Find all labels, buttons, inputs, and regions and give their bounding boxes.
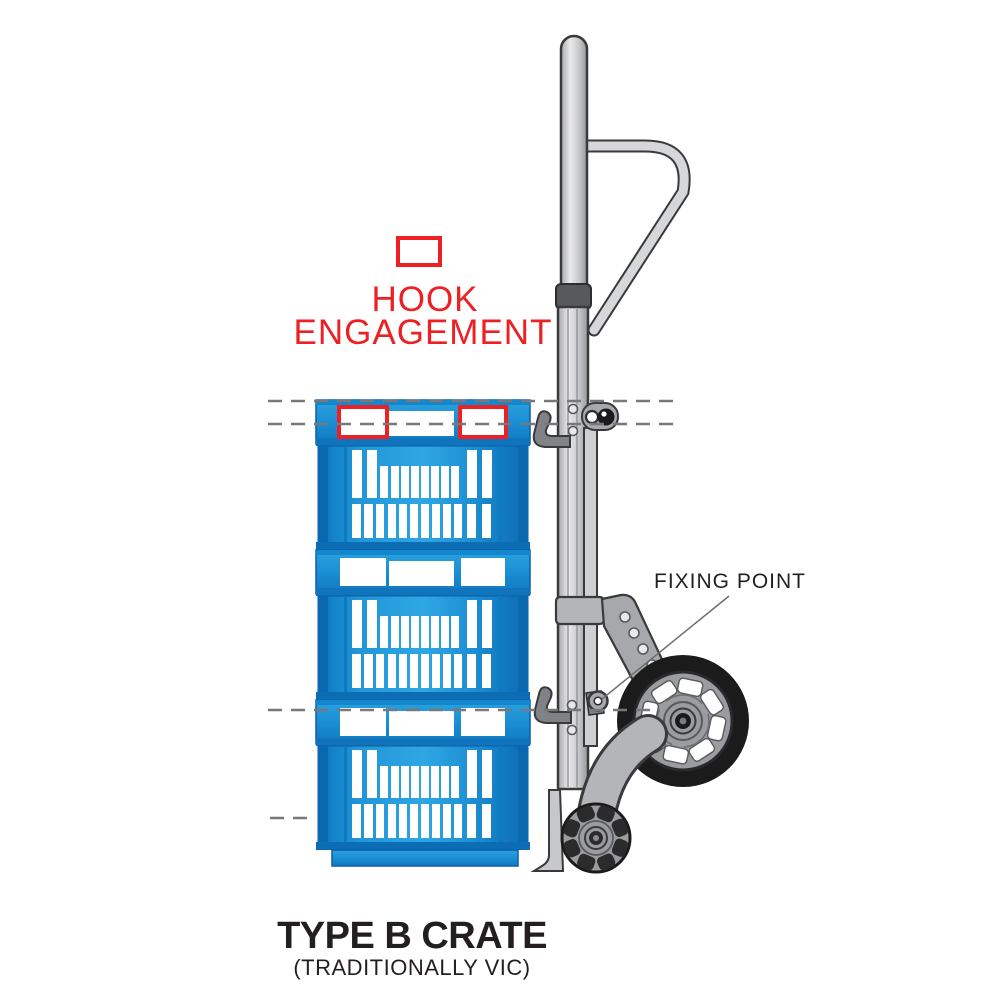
- crate-top: [315, 399, 531, 551]
- crate-bottom: [315, 699, 531, 851]
- hook-engagement-legend-box: [396, 236, 442, 267]
- rail-clamp: [554, 595, 606, 626]
- stair-wheel: [560, 802, 632, 874]
- trolley-handle: [581, 139, 691, 337]
- crate-base: [331, 849, 519, 867]
- rail-hole: [566, 699, 578, 711]
- hook-engagement-highlight-right: [458, 405, 508, 439]
- fixing-point-leader-line: [601, 595, 730, 700]
- stair-wheel-treads: [563, 805, 629, 871]
- crate-stack: [315, 399, 531, 867]
- handle-grip-collar: [555, 283, 592, 310]
- rail-hole: [567, 425, 579, 437]
- trolley-pole: [559, 34, 589, 298]
- top-roller-bracket: [581, 402, 619, 431]
- guide-lines: [268, 399, 676, 820]
- hook-engagement-highlight-left: [337, 405, 389, 439]
- fixing-point-marker: [585, 690, 609, 716]
- hand-truck: [530, 34, 749, 874]
- fixing-point-label: FIXING POINT: [654, 570, 806, 593]
- rail-hole: [566, 724, 578, 736]
- hook-engagement-label-line1: HOOK: [371, 280, 478, 319]
- hook-engagement-label-line2: ENGAGEMENT: [294, 313, 553, 352]
- caption-title: TYPE B CRATE: [277, 915, 547, 957]
- crate-middle: [315, 549, 531, 701]
- caption-subtitle: (TRADITIONALLY VIC): [293, 955, 530, 980]
- toe-plate: [530, 789, 565, 872]
- rail-hole: [567, 403, 579, 415]
